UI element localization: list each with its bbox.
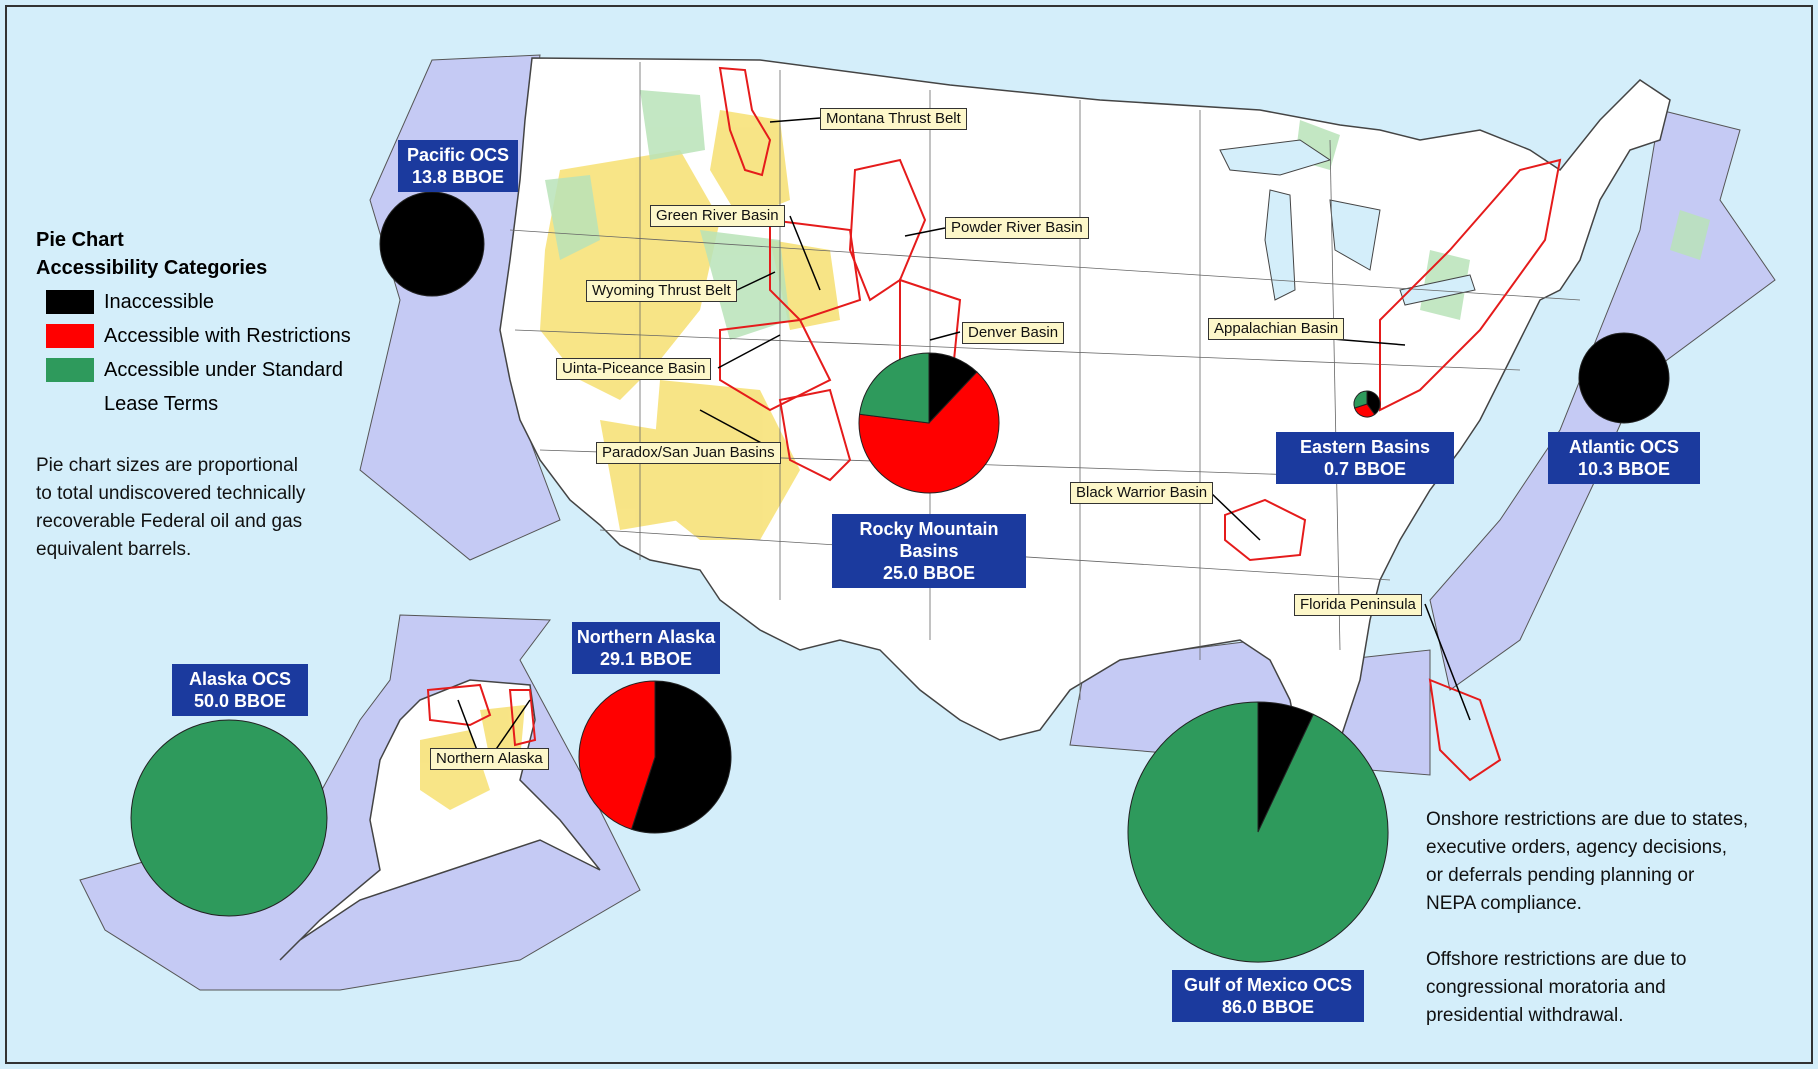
callout-uinta-piceance-basin: Uinta-Piceance Basin — [556, 358, 712, 380]
pie-charts — [130, 191, 1670, 963]
callout-black-warrior-basin: Black Warrior Basin — [1070, 482, 1214, 504]
region-value-eastern-basins: 0.7 BBOE — [1323, 459, 1407, 479]
region-value-alaska-ocs: 50.0 BBOE — [193, 691, 287, 711]
pie-size-note-line3: recoverable Federal oil and gas — [36, 511, 303, 532]
offshore-note-line1: Offshore restrictions are due to — [1426, 949, 1687, 970]
map-border — [5, 5, 1813, 1064]
basin-outline-montana-thrust-belt — [718, 66, 772, 177]
region-value-atlantic-ocs: 10.3 BBOE — [1577, 459, 1671, 479]
pie-slice-pacific-ocs-inaccessible — [379, 191, 485, 297]
region-name-pacific-ocs: Pacific OCS — [406, 145, 510, 165]
region-box-gulf-of-mexico-ocs: Gulf of Mexico OCS 86.0 BBOE — [1172, 970, 1364, 1022]
pie-slice-rocky-mountain-standard — [858, 352, 930, 424]
pie-slice-atlantic-ocs-inaccessible — [1578, 332, 1670, 424]
region-name-gulf-of-mexico-ocs: Gulf of Mexico OCS — [1183, 975, 1352, 995]
pie-size-note-line2: to total undiscovered technically — [36, 483, 306, 504]
legend-label-standard-cont: Lease Terms — [104, 393, 219, 415]
basin-outline-black-warrior — [1224, 498, 1307, 562]
region-value-rocky-mountain: 25.0 BBOE — [882, 563, 976, 583]
region-name-alaska-ocs: Alaska OCS — [188, 669, 292, 689]
region-value-gulf-of-mexico-ocs: 86.0 BBOE — [1221, 997, 1315, 1017]
pie-slice-rocky-mountain-restricted — [858, 371, 1000, 494]
pie-size-note: Pie chart sizes are proportional to tota… — [36, 452, 305, 564]
basin-outline-northern-alaska — [426, 683, 492, 727]
callout-paradox-san-juan-basins: Paradox/San Juan Basins — [596, 442, 781, 464]
pie-slice-eastern-basins-standard — [1353, 390, 1368, 409]
onshore-note-line1: Onshore restrictions are due to states, — [1426, 809, 1749, 830]
region-name-northern-alaska: Northern Alaska — [576, 627, 716, 647]
pie-slice-alaska-ocs-standard — [130, 719, 328, 917]
onshore-note-line4: NEPA compliance. — [1426, 893, 1582, 914]
legend-swatch-standard — [46, 358, 94, 382]
pie-size-note-line4: equivalent barrels. — [36, 539, 192, 560]
onshore-note-line2: executive orders, agency decisions, — [1426, 837, 1727, 858]
callout-northern-alaska: Northern Alaska — [430, 748, 549, 770]
onshore-note: Onshore restrictions are due to states, … — [1426, 806, 1748, 918]
pie-slice-northern-alaska-restricted — [578, 680, 656, 830]
callout-montana-thrust-belt: Montana Thrust Belt — [820, 108, 967, 130]
onshore-note-line3: or deferrals pending planning or — [1426, 865, 1695, 886]
callout-powder-river-basin: Powder River Basin — [945, 217, 1089, 239]
basin-outline-northern-alaska-east — [508, 689, 537, 747]
legend-title-line2: Accessibility Categories — [36, 257, 268, 279]
callout-appalachian-basin: Appalachian Basin — [1208, 318, 1345, 340]
pie-slice-eastern-basins-inaccessible — [1366, 390, 1381, 416]
region-box-northern-alaska: Northern Alaska 29.1 BBOE — [572, 622, 720, 674]
pie-slice-gulf-of-mexico-ocs-standard — [1127, 701, 1389, 963]
legend-label-standard: Accessible under Standard — [104, 359, 344, 381]
region-box-pacific-ocs: Pacific OCS 13.8 BBOE — [398, 140, 518, 192]
region-value-northern-alaska: 29.1 BBOE — [599, 649, 693, 669]
region-name-rocky-mountain: Rocky Mountain Basins — [859, 519, 999, 561]
basin-outline-appalachian — [1379, 158, 1562, 412]
legend-title-line1: Pie Chart — [36, 229, 124, 251]
region-name-eastern-basins: Eastern Basins — [1299, 437, 1431, 457]
basin-outline-florida — [1428, 678, 1502, 782]
offshore-note: Offshore restrictions are due to congres… — [1426, 946, 1687, 1030]
callout-denver-basin: Denver Basin — [962, 322, 1065, 344]
region-box-alaska-ocs: Alaska OCS 50.0 BBOE — [172, 664, 308, 716]
legend-label-inaccessible: Inaccessible — [104, 291, 215, 313]
great-lakes — [1219, 139, 1476, 306]
region-name-atlantic-ocs: Atlantic OCS — [1568, 437, 1679, 457]
pie-size-note-line1: Pie chart sizes are proportional — [36, 455, 298, 476]
legend-label-restricted: Accessible with Restrictions — [104, 325, 351, 347]
region-box-rocky-mountain: Rocky Mountain Basins 25.0 BBOE — [832, 514, 1026, 588]
basin-outline-paradox-san-juan — [778, 388, 852, 482]
legend-swatch-restricted — [46, 324, 94, 348]
region-box-eastern-basins: Eastern Basins 0.7 BBOE — [1276, 432, 1454, 484]
region-box-atlantic-ocs: Atlantic OCS 10.3 BBOE — [1548, 432, 1700, 484]
callout-florida-peninsula: Florida Peninsula — [1294, 594, 1422, 616]
pie-slice-northern-alaska-inaccessible — [630, 680, 732, 834]
offshore-note-line2: congressional moratoria and — [1426, 977, 1666, 998]
offshore-note-line3: presidential withdrawal. — [1426, 1005, 1624, 1026]
basin-outline-green-river — [769, 218, 862, 322]
callout-green-river-basin: Green River Basin — [650, 205, 785, 227]
region-value-pacific-ocs: 13.8 BBOE — [411, 167, 505, 187]
callout-wyoming-thrust-belt: Wyoming Thrust Belt — [586, 280, 737, 302]
legend-title: Pie Chart Accessibility Categories — [36, 226, 267, 282]
legend-swatch-inaccessible — [46, 290, 94, 314]
